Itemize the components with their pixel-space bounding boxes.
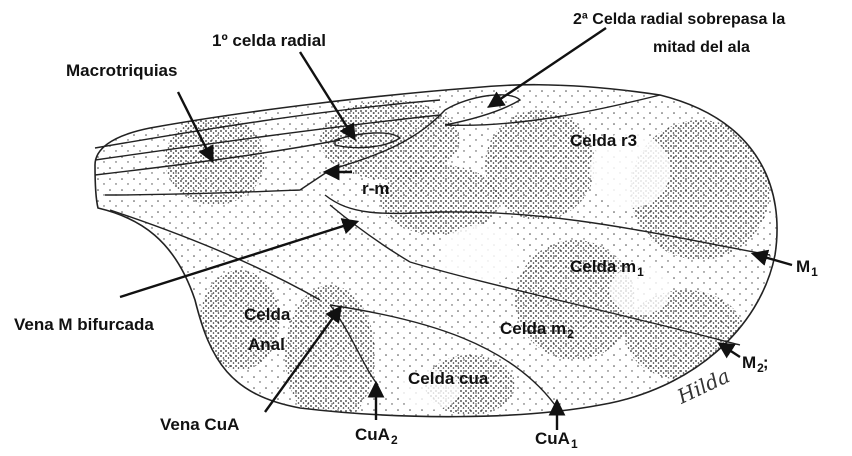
label-celda-m2: Celda m2 [500, 320, 573, 337]
label-vena-m-bifurcada: Vena M bifurcada [14, 316, 154, 333]
label-m1-text: M [796, 257, 810, 276]
label-celda-anal-line1: Celda [244, 306, 290, 323]
label-m1-sub: 1 [811, 265, 818, 279]
label-m2-text: M [742, 353, 756, 372]
label-celda-m1-sub: 1 [637, 265, 644, 279]
label-celda-m2-text: Celda m [500, 319, 566, 338]
label-celda-m2-sub: 2 [567, 327, 574, 341]
label-cua2: CuA2 [355, 426, 397, 443]
label-primera-celda-radial: 1º celda radial [212, 32, 326, 49]
label-cua1-text: CuA [535, 429, 570, 448]
label-celda-m1-text: Celda m [570, 257, 636, 276]
label-m2-sub: 2 [757, 361, 764, 375]
label-cua2-text: CuA [355, 425, 390, 444]
label-cua1-sub: 1 [571, 437, 578, 451]
label-vena-cua: Vena CuA [160, 416, 239, 433]
label-m1: M1 [796, 258, 817, 275]
label-celda-m1: Celda m1 [570, 258, 643, 275]
label-segunda-celda-line1: 2ª Celda radial sobrepasa la [573, 12, 785, 28]
label-celda-anal-line2: Anal [248, 336, 285, 353]
label-macrotriquias: Macrotriquias [66, 62, 177, 79]
label-celda-r3: Celda r3 [570, 132, 637, 149]
label-m2: M2; [742, 354, 769, 371]
label-cua2-sub: 2 [391, 433, 398, 447]
label-celda-cua: Celda cua [408, 370, 488, 387]
label-cua1: CuA1 [535, 430, 577, 447]
label-rm: r-m [362, 180, 389, 197]
label-segunda-celda-line2: mitad del ala [653, 40, 750, 56]
